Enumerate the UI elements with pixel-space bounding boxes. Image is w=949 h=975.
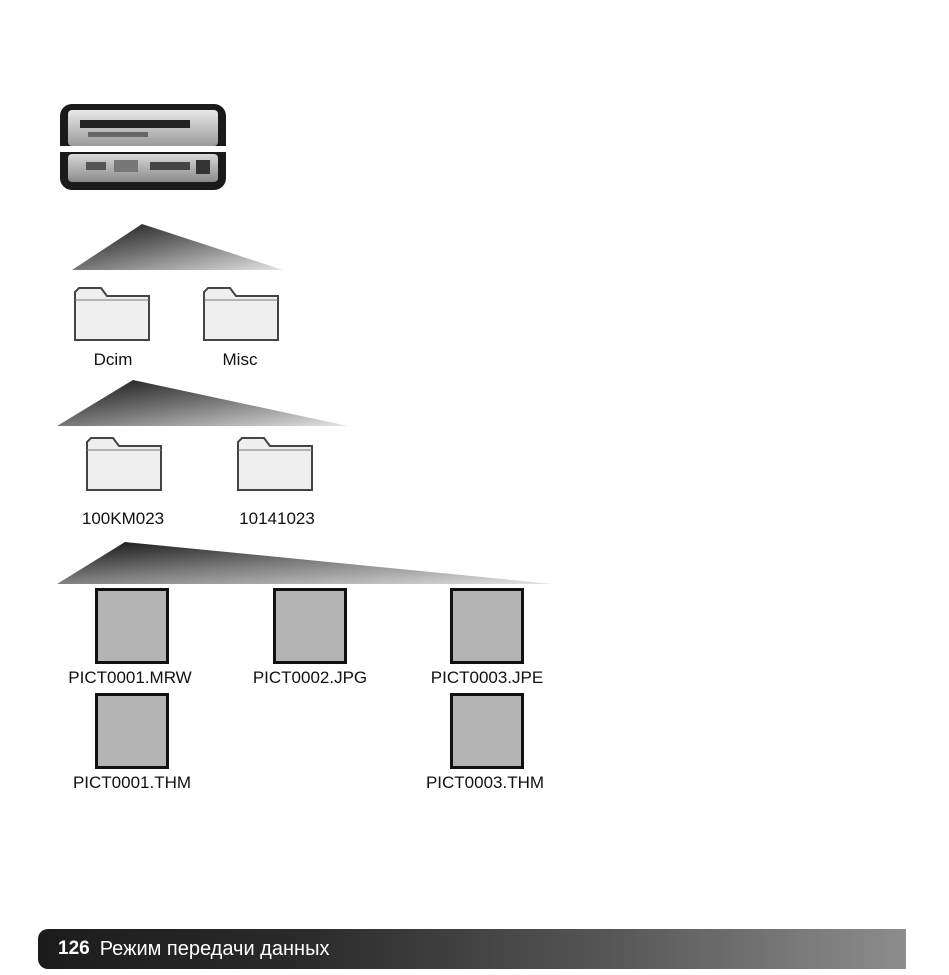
image-file-icon[interactable]	[273, 588, 347, 664]
hierarchy-wedge-3	[55, 540, 555, 586]
folder-icon[interactable]	[73, 282, 151, 342]
folder-icon[interactable]	[85, 432, 163, 492]
folder-label-10141023: 10141023	[222, 509, 332, 529]
section-title: Режим передачи данных	[100, 938, 330, 961]
folder-icon[interactable]	[202, 282, 280, 342]
file-label: PICT0003.JPE	[412, 668, 562, 688]
card-reader-drive-icon	[58, 102, 228, 192]
file-label: PICT0001.THM	[57, 773, 207, 793]
image-file-icon[interactable]	[450, 693, 524, 769]
folder-label-dcim: Dcim	[78, 350, 148, 370]
page-number: 126	[58, 938, 90, 960]
file-label: PICT0002.JPG	[235, 668, 385, 688]
folder-icon[interactable]	[236, 432, 314, 492]
folder-label-100km023: 100KM023	[68, 509, 178, 529]
hierarchy-wedge-2	[55, 378, 350, 428]
image-file-icon[interactable]	[95, 693, 169, 769]
folder-label-misc: Misc	[205, 350, 275, 370]
file-label: PICT0001.MRW	[55, 668, 205, 688]
file-label: PICT0003.THM	[410, 773, 560, 793]
image-file-icon[interactable]	[450, 588, 524, 664]
page-footer: 126 Режим передачи данных	[38, 929, 906, 969]
hierarchy-wedge-1	[70, 222, 285, 272]
image-file-icon[interactable]	[95, 588, 169, 664]
